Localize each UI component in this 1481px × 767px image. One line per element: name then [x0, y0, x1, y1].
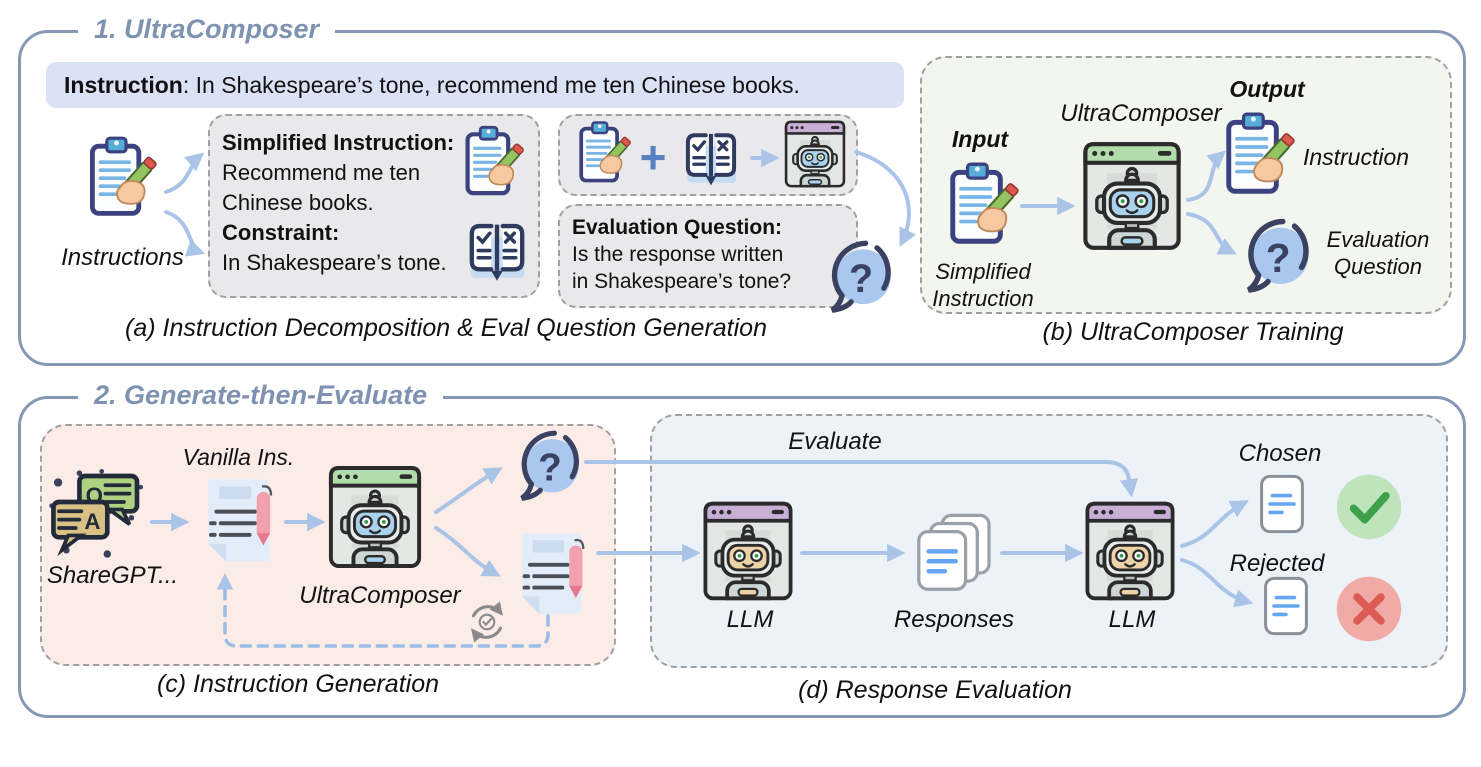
evaluate-label: Evaluate — [788, 428, 882, 455]
composer-robot-icon — [782, 118, 848, 190]
generated-question-bubble-icon — [508, 428, 586, 502]
vanilla-instruction-doc-icon — [192, 474, 282, 568]
instructions-clipboard-icon — [78, 126, 158, 232]
ultracomposer-label-b: UltraComposer — [1060, 100, 1222, 127]
simplified-clipboard-icon — [455, 124, 525, 202]
compose-checklist-icon — [676, 126, 746, 192]
decomposition-text: Simplified Instruction: Recommend me ten… — [222, 128, 472, 278]
instruction-banner-label: Instruction — [64, 72, 183, 98]
rejected-cross-icon — [1334, 574, 1404, 644]
eval-question-bubble-icon — [818, 238, 898, 314]
simplified-instruction-text: Recommend me ten Chinese books. — [222, 160, 421, 215]
constraint-text: In Shakespeare’s tone. — [222, 250, 447, 275]
sharegpt-label: ShareGPT... — [46, 562, 179, 589]
caption-d: (d) Response Evaluation — [798, 676, 1072, 704]
caption-b: (b) UltraComposer Training — [1042, 318, 1344, 346]
evaluation-question-value: Is the response written in Shakespeare’s… — [572, 243, 792, 293]
output-clipboard-icon — [1214, 108, 1296, 204]
responses-stack-icon — [908, 506, 998, 604]
ultracomposer-robot-icon-c — [326, 462, 424, 572]
chosen-doc-icon — [1252, 470, 1312, 538]
chosen-label: Chosen — [1238, 440, 1322, 467]
sharegpt-chat-icon — [46, 466, 150, 564]
simplified-instruction-label: Simplified Instruction: — [222, 130, 455, 155]
compose-clipboard-icon — [570, 120, 632, 188]
simplified-instruction-caption: Simplified Instruction — [932, 259, 1034, 311]
refine-cycle-icon — [460, 596, 514, 648]
vanilla-ins-label: Vanilla Ins. — [182, 444, 295, 470]
plus-icon: + — [640, 136, 667, 176]
section1-title: 1. UltraComposer — [78, 12, 336, 46]
ultracomposer-robot-icon-b — [1080, 138, 1184, 254]
input-clipboard-icon — [938, 158, 1020, 254]
ultracomposer-label-c: UltraComposer — [299, 582, 461, 609]
eval-question-box — [558, 204, 858, 308]
eval-question-text: Evaluation Question: Is the response wri… — [572, 214, 812, 295]
constraint-label: Constraint: — [222, 220, 340, 245]
constraint-checklist-icon — [458, 216, 536, 288]
input-label: Input — [951, 126, 1009, 152]
caption-a: (a) Instruction Decomposition & Eval Que… — [125, 314, 767, 342]
generated-instruction-doc-icon — [506, 528, 594, 620]
section2-title: 2. Generate-then-Evaluate — [78, 378, 444, 412]
instruction-banner: Instruction: In Shakespeare’s tone, reco… — [46, 62, 904, 108]
instruction-caption: Instruction — [1302, 144, 1410, 170]
evaluation-question-label: Evaluation Question: — [572, 216, 783, 239]
llm1-robot-icon — [700, 498, 796, 604]
llm2-robot-icon — [1082, 498, 1178, 604]
evaluation-question-caption: Evaluation Question — [1326, 227, 1430, 279]
instruction-banner-text: : In Shakespeare’s tone, recommend me te… — [182, 72, 800, 98]
llm1-label: LLM — [726, 606, 774, 633]
output-label: Output — [1229, 76, 1305, 102]
output-question-bubble-icon — [1236, 216, 1314, 294]
chosen-check-icon — [1334, 472, 1404, 542]
svg-text:+: + — [640, 136, 667, 176]
llm2-label: LLM — [1108, 606, 1156, 633]
responses-label: Responses — [893, 606, 1015, 633]
instructions-label: Instructions — [61, 244, 184, 271]
caption-c: (c) Instruction Generation — [156, 670, 440, 698]
rejected-doc-icon — [1256, 572, 1316, 640]
